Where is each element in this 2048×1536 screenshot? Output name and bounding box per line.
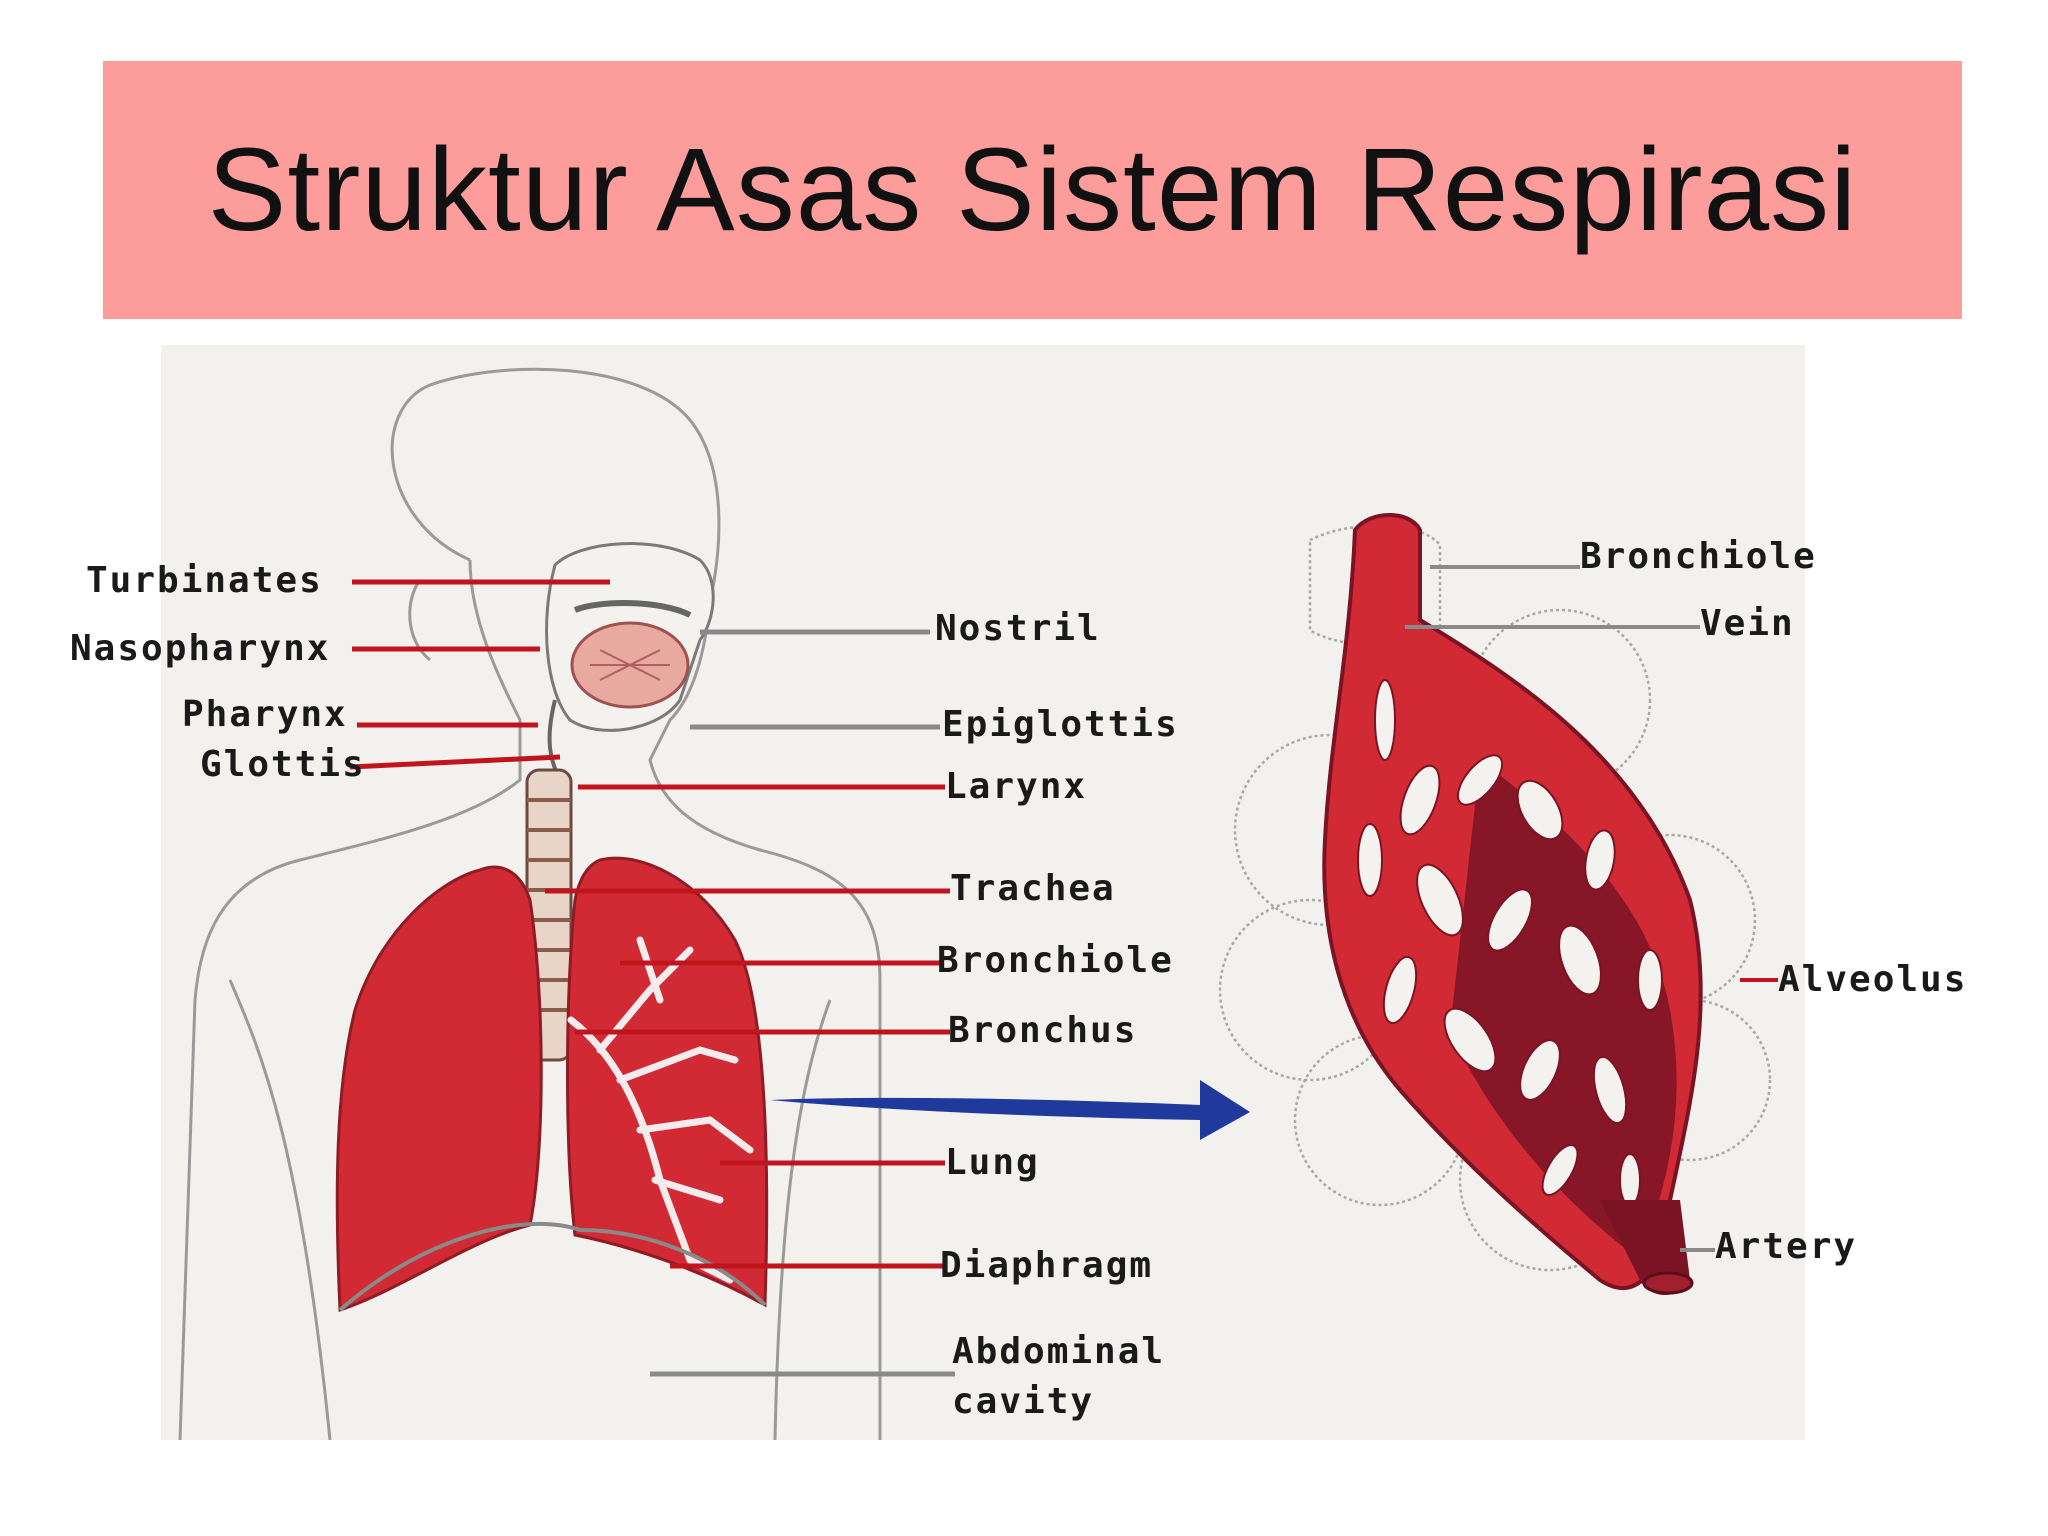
label-bronchiole: Bronchiole — [937, 940, 1174, 981]
label-nasopharynx: Nasopharynx — [70, 628, 331, 669]
label-abdominal: Abdominal — [952, 1331, 1166, 1372]
label-nostril: Nostril — [935, 608, 1101, 649]
label-cavity: cavity — [952, 1381, 1095, 1422]
leader-lines-left — [349, 579, 610, 770]
page-title: Struktur Asas Sistem Respirasi — [207, 124, 1858, 256]
right-lung — [566, 856, 769, 1308]
label-artery: Artery — [1715, 1226, 1858, 1267]
label-lung: Lung — [945, 1142, 1040, 1183]
title-banner: Struktur Asas Sistem Respirasi — [103, 61, 1962, 319]
leader-lines-alveolus — [1405, 565, 1778, 1252]
label-bronchus: Bronchus — [948, 1010, 1138, 1051]
label-vein: Vein — [1700, 603, 1795, 644]
head-cavity — [545, 542, 715, 781]
capillary-network — [1322, 513, 1703, 1295]
left-lung — [335, 865, 543, 1313]
label-alveolus-bronchiole: Bronchiole — [1580, 536, 1817, 577]
label-diaphragm: Diaphragm — [940, 1245, 1154, 1286]
label-larynx: Larynx — [945, 766, 1088, 807]
label-glottis: Glottis — [200, 744, 366, 785]
label-alveolus: Alveolus — [1778, 959, 1968, 1000]
label-pharynx: Pharynx — [182, 694, 348, 735]
arrow-icon — [770, 1080, 1250, 1140]
body-outline — [178, 367, 882, 1441]
label-trachea: Trachea — [950, 868, 1116, 909]
leader-lines-right — [545, 629, 955, 1377]
label-turbinates: Turbinates — [86, 560, 323, 601]
label-epiglottis: Epiglottis — [942, 704, 1179, 745]
